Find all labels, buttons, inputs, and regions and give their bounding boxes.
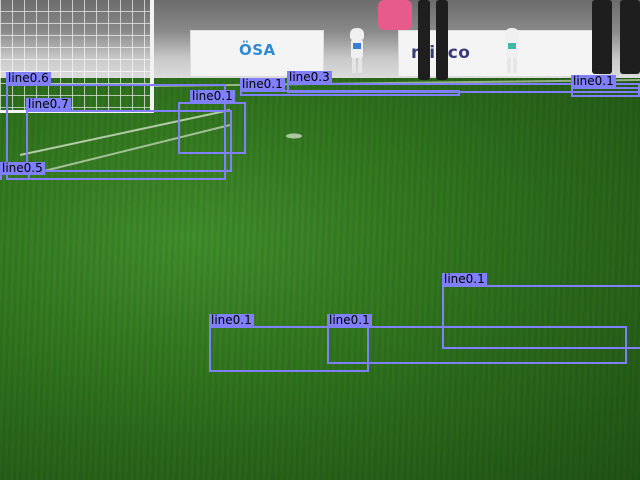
detection-box: line0.1 xyxy=(571,75,640,97)
sponsor-text-left: ÖSA xyxy=(239,41,276,59)
detection-label: line0.1 xyxy=(442,272,487,286)
goal-net xyxy=(0,0,150,110)
detection-box: line0.7 xyxy=(26,98,232,172)
nao-robot-right xyxy=(503,28,521,73)
detection-box: line0.5 xyxy=(0,162,45,180)
detection-label: line0.1 xyxy=(209,313,254,327)
detection-label: line0.1 xyxy=(571,74,616,88)
detection-label: line0.7 xyxy=(26,97,71,111)
detection-box: line0.1 xyxy=(178,90,246,154)
detection-box: line0.1 xyxy=(209,314,369,372)
detection-box: line0.1 xyxy=(327,314,627,364)
penalty-mark xyxy=(286,133,302,139)
person-leg xyxy=(620,0,640,74)
detection-box: line0.3 xyxy=(287,71,640,93)
detection-label: line0.1 xyxy=(190,89,235,103)
detection-box: line0.1 xyxy=(442,273,640,349)
detection-label: line0.3 xyxy=(287,70,332,84)
soccer-pitch xyxy=(0,78,640,480)
person-leg xyxy=(592,0,612,74)
spectator-pink-shirt xyxy=(378,0,412,30)
touch-line xyxy=(19,109,231,156)
sponsor-banner-left: ÖSA xyxy=(190,30,324,77)
detection-label: line0.1 xyxy=(240,77,285,91)
detection-box: line0.6 xyxy=(6,72,226,180)
nao-robot-left xyxy=(348,28,366,73)
detection-label: line0.5 xyxy=(0,161,45,175)
person-leg xyxy=(436,0,448,80)
detection-label: line0.1 xyxy=(327,313,372,327)
goal-area-line xyxy=(39,124,231,173)
detection-label: line0.6 xyxy=(6,71,51,85)
person-leg xyxy=(418,0,430,80)
